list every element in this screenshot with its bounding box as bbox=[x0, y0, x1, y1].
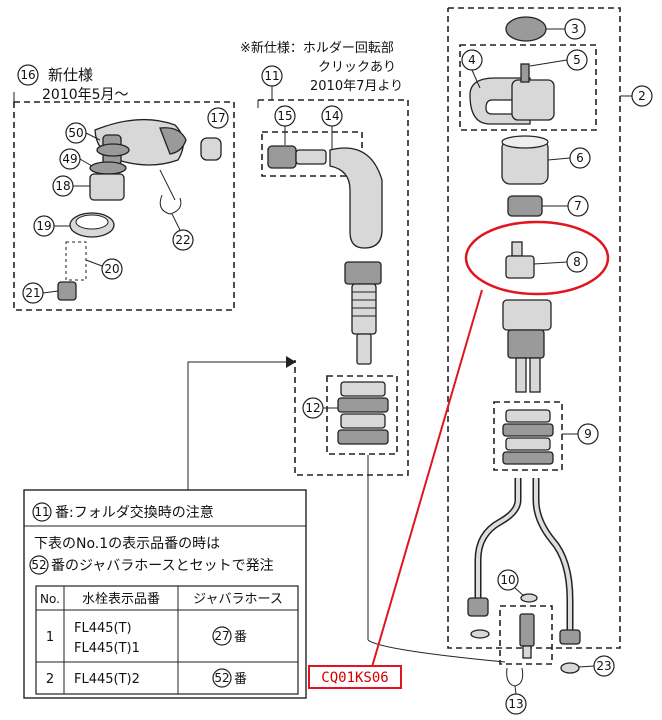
callout-18: 18 bbox=[55, 179, 70, 193]
group-2-faucet-body: 2 3 4 5 6 7 8 bbox=[447, 7, 653, 715]
callout-3: 3 bbox=[571, 22, 579, 36]
callout-5: 5 bbox=[573, 53, 581, 67]
table-header-hose: ジャバラホース bbox=[193, 592, 283, 607]
table-row2-model-a: FL445(T)2 bbox=[74, 672, 140, 687]
new-spec-date: 2010年5月～ bbox=[42, 87, 129, 103]
callout-9: 9 bbox=[584, 427, 592, 441]
callout-14: 14 bbox=[324, 109, 339, 123]
red-pointer-line bbox=[371, 289, 483, 668]
callout-12: 12 bbox=[305, 401, 320, 415]
part-code-box bbox=[308, 665, 402, 689]
callout-8: 8 bbox=[573, 255, 581, 269]
callout-7: 7 bbox=[574, 199, 582, 213]
callout-10: 10 bbox=[500, 573, 515, 587]
table-row1-model-a: FL445(T) bbox=[74, 621, 132, 636]
notice-line2: 番のジャバラホースとセットで発注 bbox=[51, 558, 274, 574]
callout-15: 15 bbox=[277, 109, 292, 123]
parts-table bbox=[35, 585, 299, 695]
table-row2-no: 2 bbox=[46, 672, 54, 687]
notice-callout-11: 11 bbox=[34, 505, 49, 519]
callout-21: 21 bbox=[25, 286, 40, 300]
notice-callout-52: 52 bbox=[31, 558, 46, 572]
notice-pointer-arrow bbox=[187, 356, 296, 490]
notice-line1: 下表のNo.1の表示品番の時は bbox=[34, 536, 220, 552]
table-row1-no: 1 bbox=[46, 630, 54, 645]
callout-22: 22 bbox=[175, 233, 190, 247]
holder-note-line3: 2010年7月より bbox=[310, 79, 403, 94]
table-row2-callout-52: 52 bbox=[214, 671, 229, 685]
notice-box: 11 番:フォルダ交換時の注意 下表のNo.1の表示品番の時は 52 番のジャバ… bbox=[23, 489, 307, 699]
callout-11: 11 bbox=[264, 69, 279, 83]
callout-19: 19 bbox=[36, 219, 51, 233]
highlight-part-8 bbox=[464, 220, 610, 296]
callout-16: 16 bbox=[20, 68, 35, 82]
new-spec-label: 新仕様 bbox=[48, 66, 93, 84]
callout-23: 23 bbox=[596, 659, 611, 673]
callout-6: 6 bbox=[576, 151, 584, 165]
group-16-shower-head: 16 新仕様 2010年5月～ 17 50 49 18 19 20 bbox=[13, 64, 235, 311]
callout-49: 49 bbox=[62, 152, 77, 166]
part-code-label: CQ01KS06 bbox=[321, 670, 388, 686]
callout-2: 2 bbox=[638, 89, 646, 103]
callout-20: 20 bbox=[104, 262, 119, 276]
table-row2-hose: 番 bbox=[234, 672, 247, 687]
callout-17: 17 bbox=[210, 111, 225, 125]
holder-note-line1: ※新仕様：ホルダー回転部 bbox=[240, 40, 394, 56]
callout-4: 4 bbox=[468, 53, 476, 67]
notice-title: 番:フォルダ交換時の注意 bbox=[55, 504, 214, 521]
table-row1-callout-27: 27 bbox=[214, 629, 229, 643]
callout-13: 13 bbox=[508, 697, 523, 711]
group-11-holder: ※新仕様：ホルダー回転部 クリックあり 2010年7月より 11 15 14 bbox=[240, 40, 506, 663]
table-header-model: 水栓表示品番 bbox=[82, 592, 160, 607]
table-row1-model-b: FL445(T)1 bbox=[74, 641, 140, 656]
holder-note-line2: クリックあり bbox=[318, 60, 396, 75]
table-header-no: No. bbox=[40, 592, 60, 606]
callout-50: 50 bbox=[68, 126, 83, 140]
table-row1-hose: 番 bbox=[234, 630, 247, 645]
